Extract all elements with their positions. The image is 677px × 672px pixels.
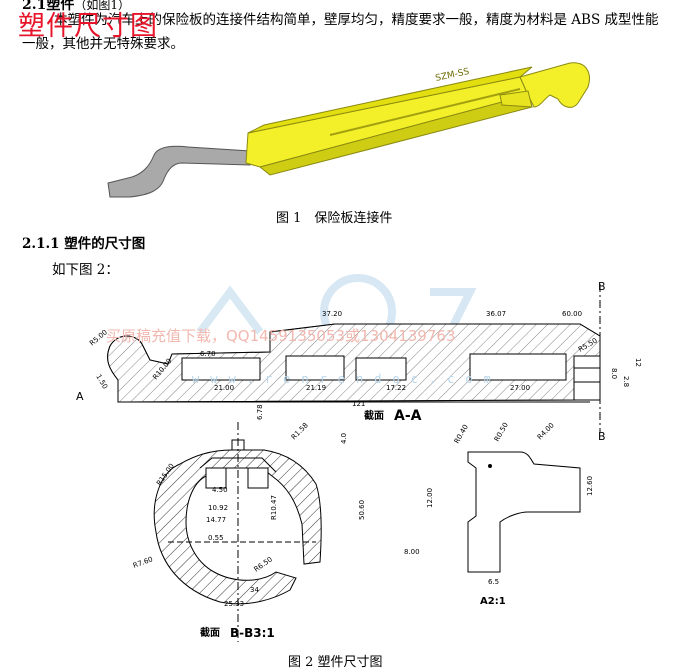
dim-80: 8.0 bbox=[610, 368, 618, 379]
section-aa-title-prefix: 截面 bbox=[364, 409, 384, 422]
dim-34: 34 bbox=[250, 586, 259, 594]
dim-65: 6.5 bbox=[488, 578, 499, 586]
dim-150: 1.50 bbox=[94, 373, 109, 391]
dim-r040: R0.40 bbox=[453, 423, 470, 445]
figure-1-part-render: SZM-SS bbox=[107, 62, 590, 198]
dim-6000: 60.00 bbox=[562, 310, 582, 318]
section-bb-title-prefix: 截面 bbox=[200, 626, 220, 639]
dim-670: 6.70 bbox=[200, 350, 216, 358]
watermark-url: www.renrendoc.com bbox=[192, 372, 502, 386]
dim-1722: 17.22 bbox=[386, 384, 406, 392]
section-heading-sub: （如图1） bbox=[74, 0, 130, 12]
dim-121: 121 bbox=[352, 400, 365, 408]
dim-3720: 37.20 bbox=[322, 310, 342, 318]
part-rib bbox=[329, 88, 521, 136]
section-a-detail bbox=[467, 451, 581, 573]
dim-1477: 14.77 bbox=[206, 516, 226, 524]
dim-800: 8.00 bbox=[404, 548, 420, 556]
overlay-title: 塑件尺寸图 bbox=[18, 11, 158, 42]
dim-r158: R1.58 bbox=[290, 421, 310, 441]
figure-1-caption: 图 1 保险板连接件 bbox=[276, 211, 393, 226]
dim-r650: R6.50 bbox=[253, 555, 274, 573]
section-bb-title: B-B3:1 bbox=[230, 626, 275, 640]
dim-450: 4.50 bbox=[212, 486, 228, 494]
section-a-title: A2:1 bbox=[480, 596, 506, 607]
dim-r400: R4.00 bbox=[536, 421, 556, 441]
figure-2-drawing: R5.00 6.70 37.20 36.07 60.00 R5.50 1.50 … bbox=[76, 274, 642, 642]
dim-2100: 21.00 bbox=[214, 384, 234, 392]
dim-678: 6.78 bbox=[256, 404, 264, 420]
dim-3607: 36.07 bbox=[486, 310, 506, 318]
intro-paragraph: 本塑件为汽车上的保险板的连接件结构简单，壁厚均匀，精度要求一般，精度为材料是 A… bbox=[22, 12, 659, 52]
section-aa-title: A-A bbox=[394, 408, 422, 424]
dim-40: 4.0 bbox=[340, 433, 348, 444]
dim-r1047: R10.47 bbox=[270, 495, 278, 520]
dim-5060: 50.60 bbox=[358, 500, 366, 520]
dim-r760: R7.60 bbox=[132, 555, 154, 570]
subsection-intro: 如下图 2： bbox=[52, 262, 119, 278]
dim-12: 12 bbox=[634, 358, 642, 367]
part-end-clip bbox=[519, 62, 590, 108]
section-aa-label-b-top: B bbox=[598, 280, 606, 293]
dim-1200: 12.00 bbox=[426, 488, 434, 508]
section-aa-label-a: A bbox=[76, 390, 84, 403]
section-heading: 2.1塑件（如图1） bbox=[22, 0, 130, 14]
part-yellow-top-face bbox=[247, 66, 533, 134]
figure-2-caption: 图 2 塑件尺寸图 bbox=[288, 655, 383, 670]
section-aa-label-b-bottom: B bbox=[598, 430, 606, 443]
dim-1260: 12.60 bbox=[586, 476, 594, 496]
dim-28: 2.8 bbox=[622, 376, 630, 387]
dim-055: 0.55 bbox=[208, 534, 224, 542]
watermark-text: 买原稿充值下载，QQ1459135053或1304139763 bbox=[106, 327, 456, 345]
part-gray-tip bbox=[107, 145, 251, 198]
dim-1092: 10.92 bbox=[208, 504, 228, 512]
dim-2119: 21.19 bbox=[306, 384, 326, 392]
section-aa bbox=[107, 284, 601, 432]
section-bb bbox=[153, 422, 322, 642]
dim-2533: 25.33 bbox=[224, 600, 244, 608]
section-heading-text: 2.1塑件 bbox=[22, 0, 75, 13]
dim-2700: 27.00 bbox=[510, 384, 530, 392]
subsection-title: 2.1.1 塑件的尺寸图 bbox=[22, 236, 146, 252]
dim-r050: R0.50 bbox=[493, 421, 510, 443]
part-end-block bbox=[499, 90, 533, 108]
